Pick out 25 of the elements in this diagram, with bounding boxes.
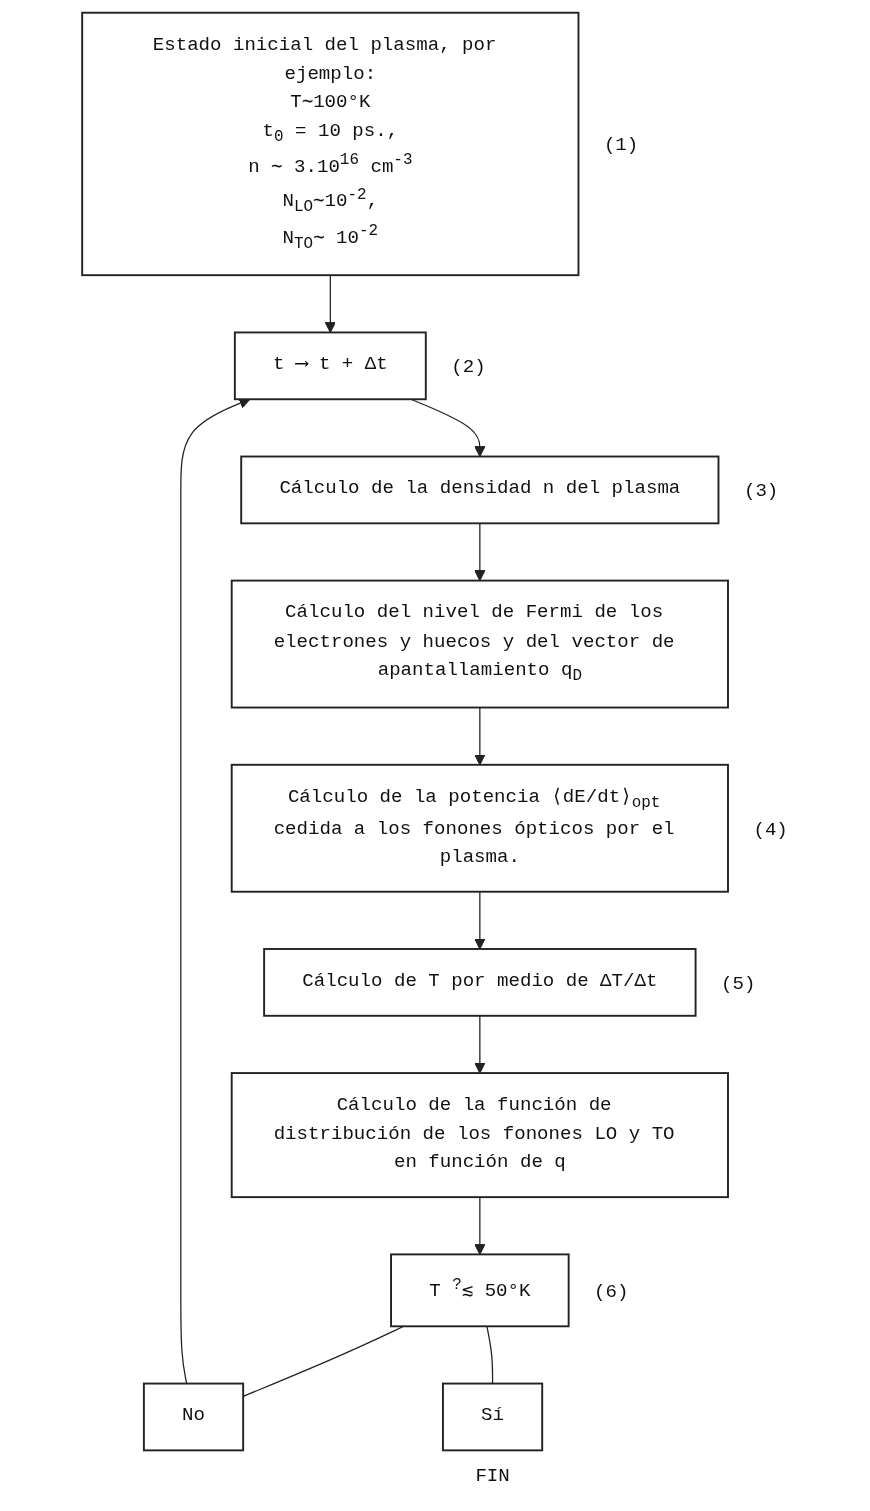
step-number: (4) bbox=[753, 818, 788, 841]
node-box: Cálculo de la potencia ⟨dE/dt⟩$_{opt}$ cedida a los fonones ópticos por el plasma. bbox=[230, 763, 729, 893]
node-box: No bbox=[142, 1382, 245, 1452]
step-number: (3) bbox=[743, 480, 779, 503]
node-box: Cálculo del nivel de Fermi de los electrones y huecos y del vector de apantallamiento q$_{D}$ bbox=[230, 579, 729, 709]
step-number: (2) bbox=[451, 356, 486, 379]
arrow bbox=[410, 398, 486, 458]
arrow bbox=[474, 522, 486, 582]
arrow bbox=[474, 1196, 486, 1255]
step-number: (6) bbox=[594, 1280, 629, 1303]
connector bbox=[486, 1325, 494, 1385]
step-number: FIN bbox=[475, 1464, 510, 1487]
node-box: Cálculo de T por medio de ΔT/Δt bbox=[263, 948, 697, 1017]
step-number: (5) bbox=[721, 972, 756, 995]
step-number: (1) bbox=[603, 134, 639, 157]
node-box: Cálculo de la densidad n del plasma bbox=[240, 455, 720, 525]
node-box: T $^{?}$≲ 50°K bbox=[390, 1253, 570, 1328]
arrow bbox=[474, 891, 486, 950]
node-box: Sí bbox=[441, 1382, 544, 1452]
arrow bbox=[474, 706, 486, 766]
arrow bbox=[324, 274, 336, 333]
node-box: Cálculo de la función de distribución de los fonones LO y TO en función de q bbox=[230, 1072, 729, 1199]
node-box: Estado inicial del plasma, por ejemplo: T∼100°K t$_{0}$ = 10 ps., n ∼ 3.10$^{16}$ cm$^{-3}$ N$_{LO}$∼10$^{-2}$, N$_{TO}$∼ 10$^{-2}$ bbox=[81, 11, 580, 277]
arrow bbox=[474, 1015, 486, 1074]
node-box: t ⟶ t + Δt bbox=[233, 331, 427, 401]
